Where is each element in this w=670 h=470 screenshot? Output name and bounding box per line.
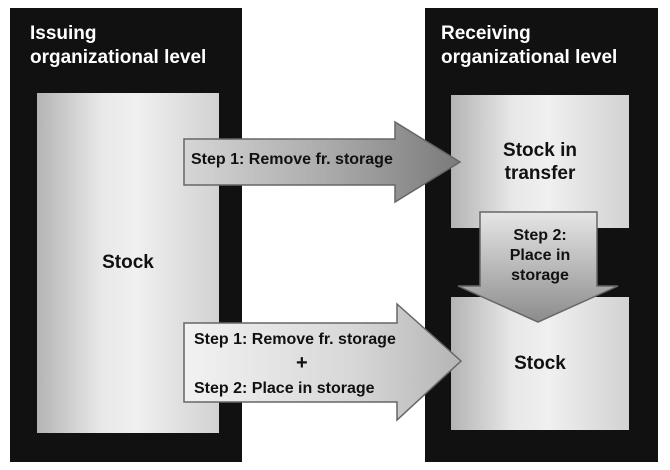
receiving-title-line2: organizational level	[441, 47, 618, 68]
stock-in-transfer-label: Stock in transfer	[503, 139, 577, 185]
issuing-title-line1: Issuing	[30, 23, 97, 44]
stock-in-transfer-line1: Stock in	[503, 139, 577, 161]
bottom-arrow-plus: +	[296, 352, 308, 374]
issuing-stock-label: Stock	[102, 252, 154, 273]
bottom-arrow-step2-label: Step 2: Place in storage	[194, 380, 375, 397]
bottom-arrow	[183, 302, 463, 422]
down-arrow-line1: Step 2:	[513, 227, 567, 244]
issuing-title-line2: organizational level	[30, 47, 207, 68]
bottom-arrow-step1-label: Step 1: Remove fr. storage	[194, 331, 396, 348]
down-arrow-line2: Place in	[509, 247, 571, 264]
issuing-panel-title: Issuing organizational level	[10, 22, 242, 70]
top-arrow-label: Step 1: Remove fr. storage	[191, 151, 393, 168]
down-arrow-line3: storage	[511, 267, 569, 284]
stock-in-transfer-line2: transfer	[504, 162, 576, 184]
down-arrow	[457, 211, 619, 323]
down-arrow-label: Step 2: Place in storage	[488, 226, 592, 286]
receiving-stock-label: Stock	[514, 352, 566, 374]
receiving-title-line1: Receiving	[441, 23, 531, 44]
stock-in-transfer-box: Stock in transfer	[451, 95, 629, 228]
top-arrow	[183, 120, 462, 204]
receiving-panel-title: Receiving organizational level	[425, 22, 658, 70]
